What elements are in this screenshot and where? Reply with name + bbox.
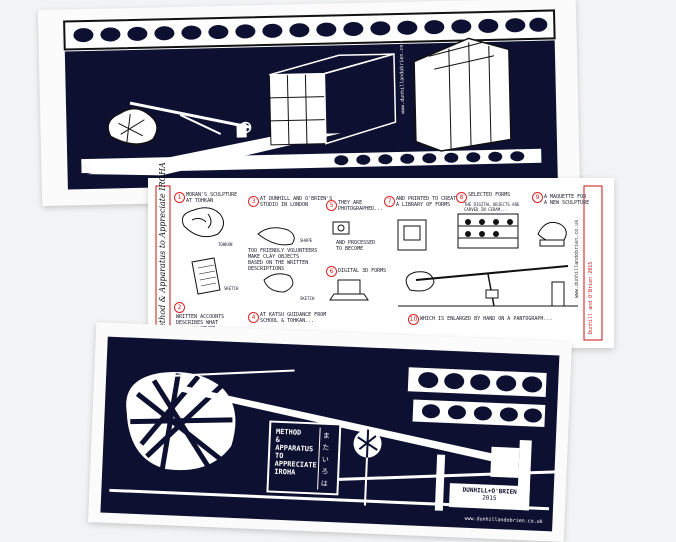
- step-7-text: AND PRINTED TO CREATE A LIBRARY OF FORMS: [396, 196, 460, 208]
- top-blob-row: [73, 17, 548, 43]
- step-number-5: 5: [326, 200, 337, 211]
- glass-house: [413, 37, 512, 152]
- bottom-tea-towel: METHOD & APPARATUS TO APPRECIATE IROHA ま…: [88, 322, 572, 542]
- middle-tea-towel: Method & Apparatus to Appreciate IROHA D…: [148, 162, 614, 348]
- sign-side-kana: ま た い ろ は: [320, 431, 330, 488]
- middle-towel-title: Method & Apparatus to Appreciate IROHA: [158, 162, 167, 336]
- small-label-shape: SHAPE: [300, 238, 313, 243]
- middle-towel-website: www.dunhillandobrien.co.uk: [574, 219, 580, 298]
- title-sign-frame: [266, 420, 342, 496]
- top-tea-towel: www.dunhillandobrien.co.uk: [37, 0, 581, 207]
- rock-sculpture: [107, 107, 158, 145]
- step-10-text: WHICH IS ENLARGED BY HAND ON A PANTOGRAP…: [420, 316, 553, 322]
- step-1-text: MORAN'S SCULPTURE AT TOHKAN: [186, 192, 238, 204]
- rock-sketch: [181, 207, 224, 238]
- step-number-4: 4: [248, 312, 259, 323]
- middle-towel-drawings: [155, 185, 603, 341]
- step-number-2: 2: [174, 302, 185, 313]
- step-5b-text: AND PROCESSED TO BECOME: [336, 240, 376, 252]
- step-number-3: 3: [248, 196, 259, 207]
- step-4-text: TOO FRIENDLY VOLUNTEERS MAKE CLAY OBJECT…: [248, 248, 318, 272]
- step-number-10: 10: [408, 314, 419, 325]
- step-6-text: DIGITAL 3D FORMS: [338, 268, 387, 274]
- title-sign: METHOD & APPARATUS TO APPRECIATE IROHA: [274, 428, 320, 478]
- step-number-7: 7: [384, 196, 395, 207]
- step-number-6: 6: [326, 266, 337, 277]
- step-number-8: 8: [456, 192, 467, 203]
- bottom-towel-artwork: [100, 336, 561, 532]
- middle-towel-signature: Dunhill and O'Brien 2015: [588, 261, 594, 334]
- small-label-sketch: SKETCH: [224, 286, 239, 291]
- step-8-text: SELECTED FORMS: [468, 192, 511, 198]
- step-5-text: THEY ARE PHOTOGRAPHED...: [338, 200, 384, 212]
- top-towel-artwork: [63, 9, 558, 190]
- small-label-sketch-2: SKETCH: [300, 296, 315, 301]
- step-number-9: 9: [532, 192, 543, 203]
- step-8b-text: THE DIGITAL OBJECTS ARE CARVED IN CERAM.…: [464, 202, 520, 212]
- step-9-text: A MAQUETTE FOR A NEW SCULPTURE: [544, 194, 590, 206]
- small-label-tohkan: TOHKAN: [218, 242, 233, 247]
- step-number-1: 1: [174, 192, 185, 203]
- step-3-text: AT DUNHILL AND O'BRIEN'S STUDIO IN LONDO…: [260, 196, 333, 208]
